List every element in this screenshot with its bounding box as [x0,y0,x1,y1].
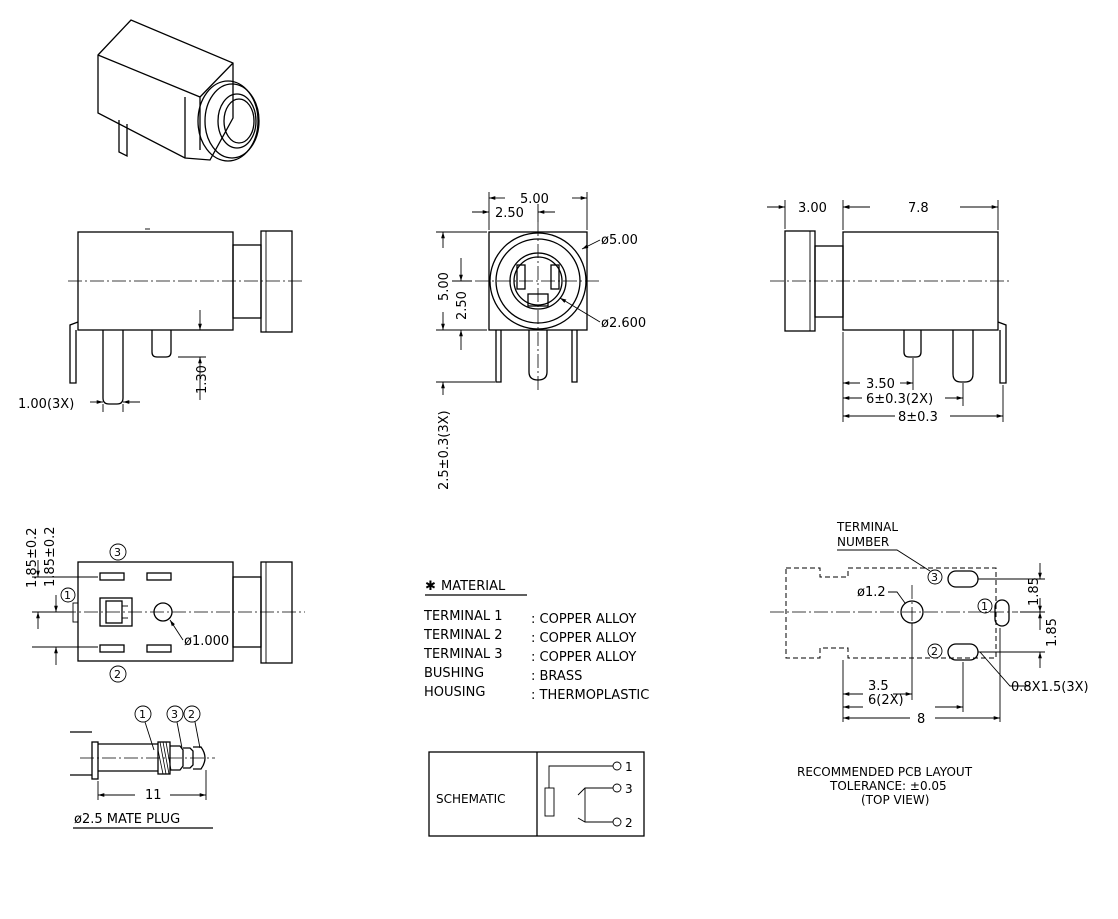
front-pin-pitch-dim: 1.00(3X) [18,397,74,412]
top-pin-length-dim: 2.5±0.3(3X) [437,410,452,490]
pcb-slot-dim: 0.8X1.5(3X) [1011,680,1089,695]
material-value-4: : BRASS [531,669,582,684]
pcb-caption-3: (TOP VIEW) [861,793,929,807]
material-part-2: TERMINAL 2 [423,628,503,643]
pcb-pitch-a: 3.5 [868,679,889,694]
side-pin-b-dim: 6±0.3(2X) [866,392,933,407]
pcb-slot-1 [994,599,1010,627]
pcb-pitch-b: 6(2X) [868,693,904,708]
plug-caption: ø2.5 MATE PLUG [74,812,180,827]
plug-length-dim: 11 [145,788,162,803]
bottom-terminal-2-label: 2 [114,668,121,681]
side-pin-a-dim: 3.50 [866,377,895,392]
bottom-dim-inner: 1.85±0.2 [43,526,58,587]
pcb-terminal-3-label: 3 [931,571,938,584]
pcb-layout: 3 1 2 TERMINAL NUMBER ø1.2 1.85 1.85 0.8… [770,520,1089,807]
top-height-dim: 5.00 [437,272,452,301]
plug-label-1: 1 [139,708,146,721]
pcb-dim-lower: 1.85 [1045,618,1060,647]
schematic-box: SCHEMATIC 1 3 2 [428,751,645,837]
material-part-4: BUSHING [424,666,484,681]
bottom-terminal-3-label: 3 [114,546,121,559]
top-width-dim: 5.00 [520,192,549,207]
pcb-terminal-label-2: NUMBER [837,535,889,549]
pcb-hole-dia: ø1.2 [857,585,886,600]
top-bore-dia: ø5.00 [601,233,638,248]
schematic-pin-3: 3 [625,782,633,796]
material-value-2: : COPPER ALLOY [531,631,636,646]
pcb-dim-upper: 1.85 [1027,577,1042,606]
pcb-total: 8 [917,712,925,727]
material-part-5: HOUSING [424,685,485,700]
side-bushing-dim: 3.00 [798,201,827,216]
pcb-terminal-1-label: 1 [981,600,988,613]
pcb-terminal-2-label: 2 [931,645,938,658]
front-view: 1.00(3X) 1.30 [18,228,305,412]
material-title: MATERIAL [441,579,506,594]
bottom-terminal-3-marker [109,543,127,561]
bottom-dim-outer: 1.85±0.2 [25,527,40,588]
pcb-terminal-label-1: TERMINAL [836,520,898,534]
side-body-length-dim: 7.8 [908,201,929,216]
side-total-dim: 8±0.3 [898,410,938,425]
isometric-view [97,19,260,162]
material-part-1: TERMINAL 1 [423,609,503,624]
top-view: 5.00 2.50 5.00 2.50 ø5.00 ø2.600 2.5±0.3… [436,192,646,490]
schematic-label: SCHEMATIC [436,792,505,806]
mate-plug: 1 3 2 11 ø2.5 MATE PLUG [70,705,215,829]
pcb-caption-2: TOLERANCE: ±0.05 [829,779,947,793]
side-view: 3.00 7.8 3.50 6±0.3(2X) 8±0.3 [767,200,1010,425]
material-value-5: : THERMOPLASTIC [531,688,649,703]
material-value-3: : COPPER ALLOY [531,650,636,665]
bottom-post-dia: ø1.000 [184,634,229,649]
bottom-terminal-1-label: 1 [64,589,71,602]
material-table: ✱ MATERIAL TERMINAL 1 : COPPER ALLOY TER… [423,579,649,703]
front-pin-offset-dim: 1.30 [195,365,210,394]
schematic-pin-2: 2 [625,816,633,830]
top-half-width-dim: 2.50 [495,206,524,221]
plug-label-2: 2 [188,708,195,721]
bottom-terminal-1-marker [60,587,76,603]
top-half-height-dim: 2.50 [455,291,470,320]
bottom-terminal-2-marker [109,665,127,683]
material-part-3: TERMINAL 3 [423,647,503,662]
top-inner-dia: ø2.600 [601,316,646,331]
material-asterisk: ✱ [425,579,436,594]
plug-label-3: 3 [171,708,178,721]
pcb-slot-3 [947,570,979,588]
schematic-pin-1: 1 [625,760,633,774]
pcb-caption-1: RECOMMENDED PCB LAYOUT [797,765,973,779]
bottom-view: 3 1 2 1.85±0.2 1.85±0.2 ø1.000 [25,526,305,683]
material-value-1: : COPPER ALLOY [531,612,636,627]
